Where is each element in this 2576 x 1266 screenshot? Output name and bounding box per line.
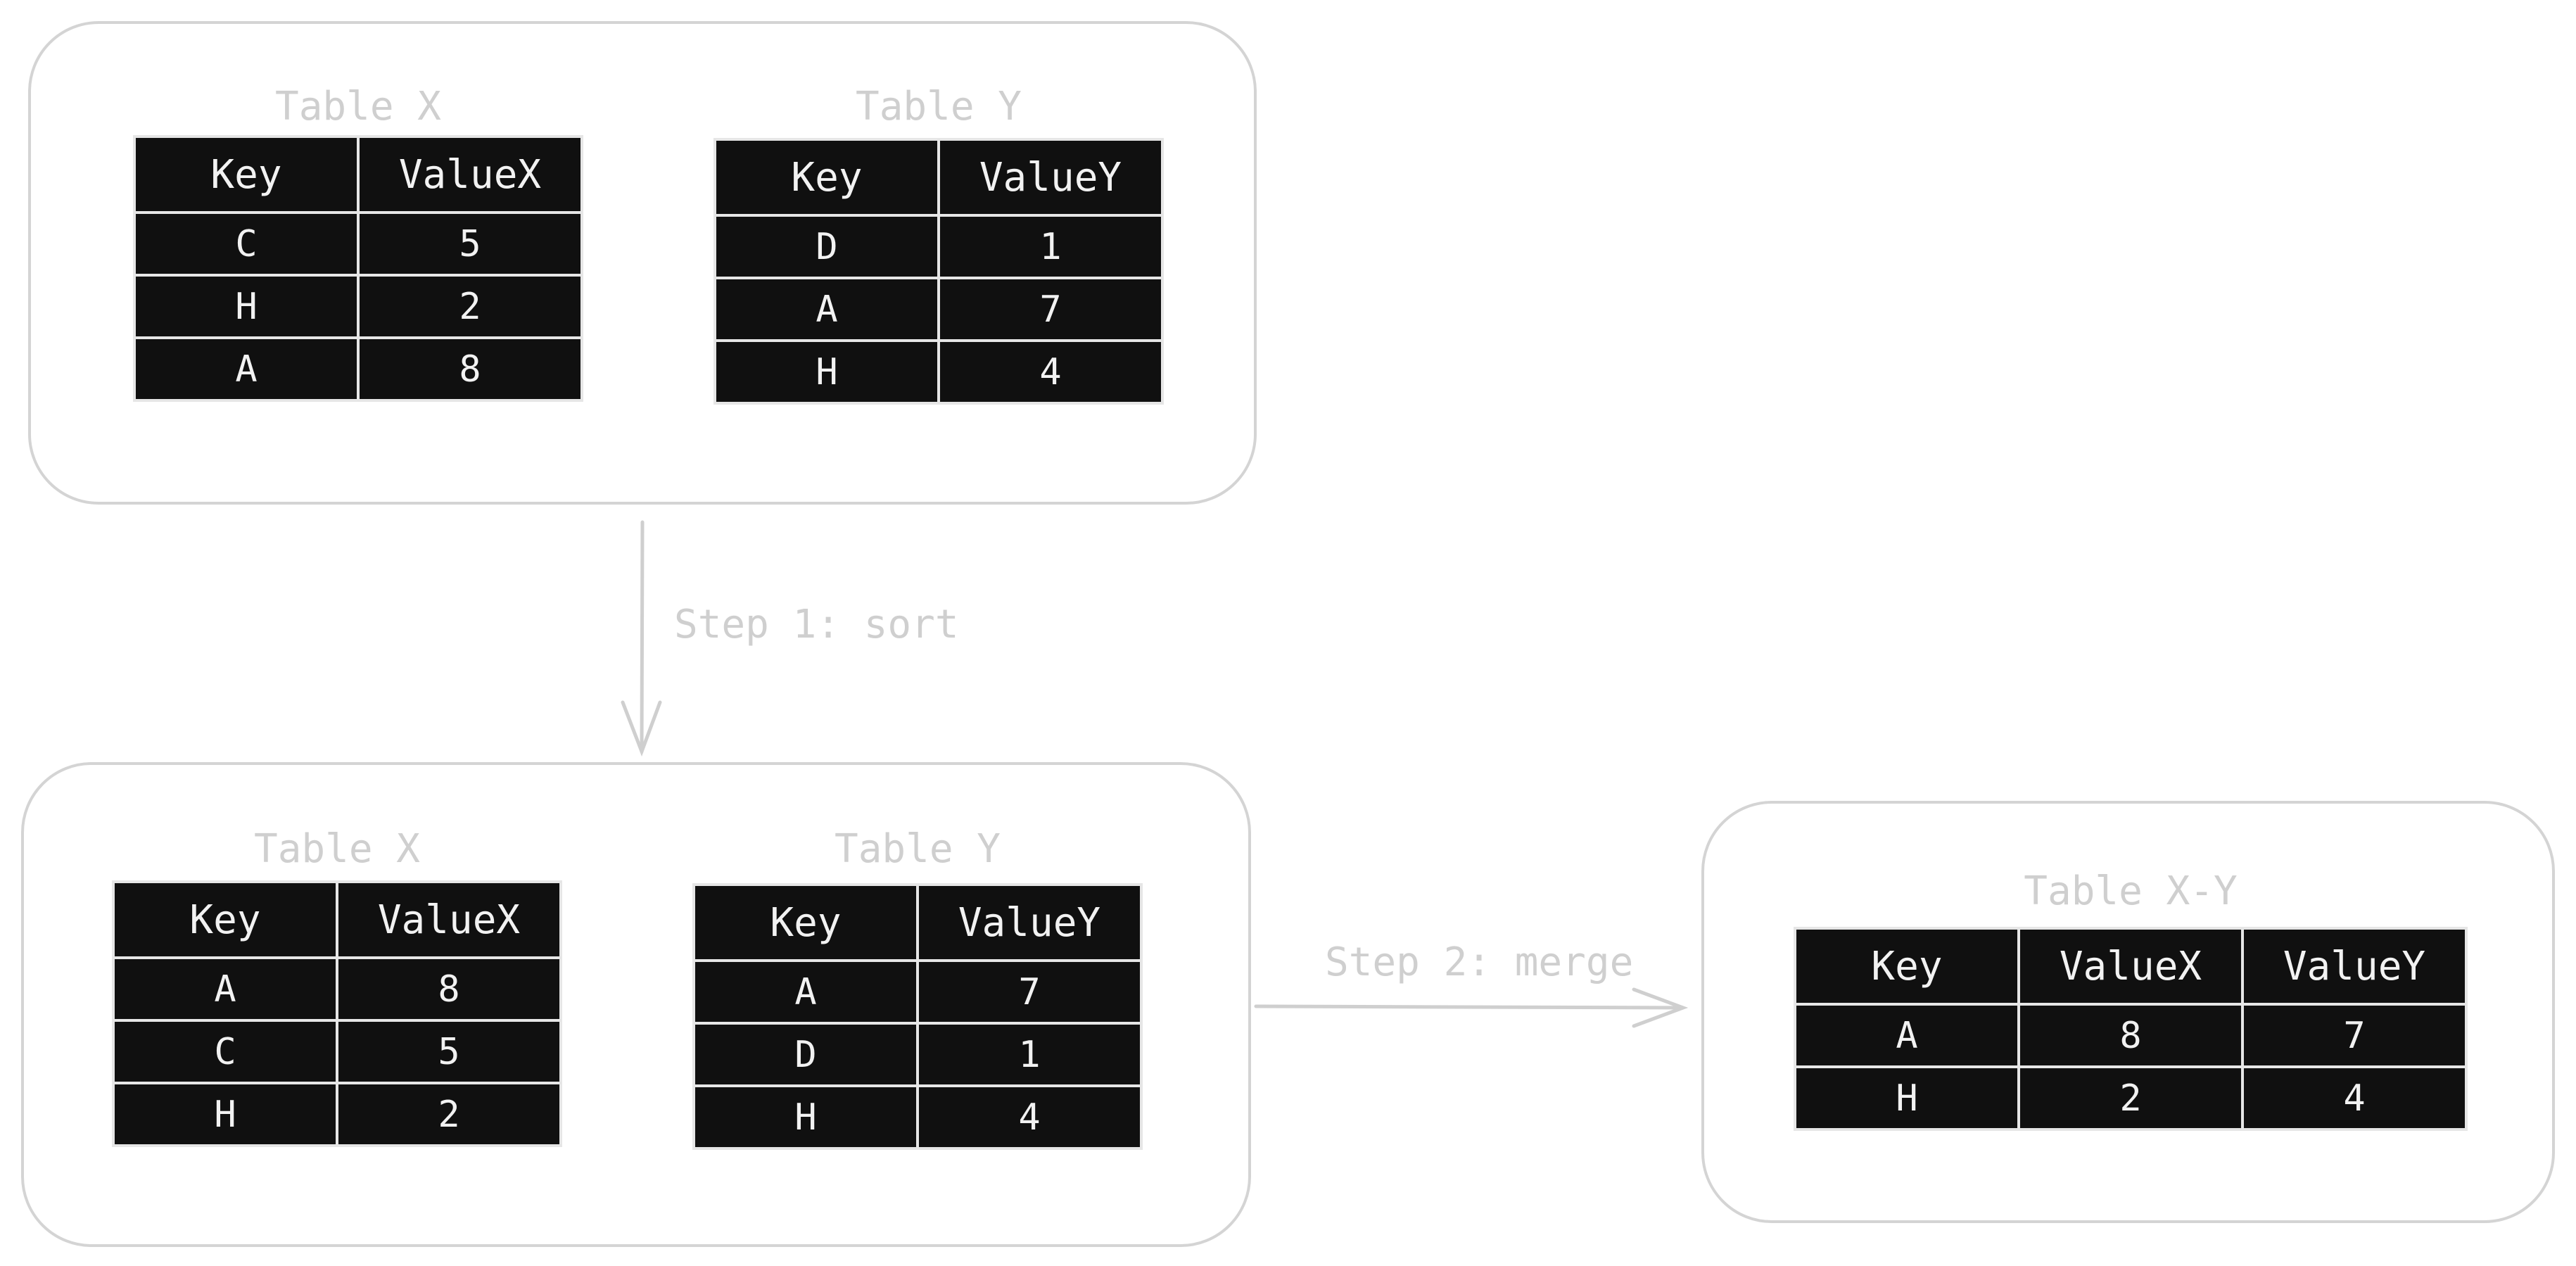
column-header: ValueX [2017,927,2244,1006]
table-header-row: Key ValueY [692,883,1143,962]
table-header-row: Key ValueX ValueY [1794,927,2468,1006]
table-header-row: Key ValueX [112,880,562,959]
table-cell: C [133,211,360,277]
data-table: Key ValueX A 8 C 5 H 2 [112,880,562,1147]
column-header: Key [1794,927,2020,1006]
table-caption: Table Y [855,84,1022,129]
table-row: D 1 [713,214,1164,279]
table-cell: A [692,959,919,1025]
table-row: C 5 [133,211,583,277]
table-cell: H [692,1084,919,1150]
column-header: Key [133,135,360,214]
table-caption: Table Y [834,826,1001,872]
data-table: Key ValueX C 5 H 2 A 8 [133,135,583,402]
sorted-panel: Table X Key ValueX A 8 C 5 H 2 Table Y K [21,762,1251,1247]
sorted-table-y: Table Y Key ValueY A 7 D 1 H 4 [692,821,1143,1187]
step1-label: Step 1: sort [674,602,959,647]
column-header: ValueY [2241,927,2468,1006]
table-cell: H [112,1082,338,1147]
table-header-row: Key ValueY [713,138,1164,217]
table-row: H 2 [133,274,583,339]
table-cell: 5 [336,1019,562,1084]
column-header: Key [112,880,338,959]
table-cell: A [713,277,940,342]
result-panel: Table X-Y Key ValueX ValueY A 8 7 H 2 4 [1701,801,2555,1223]
table-cell: A [1794,1003,2020,1068]
table-cell: 4 [916,1084,1143,1150]
column-header: Key [713,138,940,217]
table-cell: A [112,956,338,1022]
column-header: ValueX [357,135,583,214]
table-row: H 4 [713,339,1164,405]
table-cell: D [692,1022,919,1087]
table-row: A 8 [112,956,562,1022]
column-header: ValueY [916,883,1143,962]
table-row: A 8 [133,336,583,402]
column-header: ValueY [937,138,1164,217]
table-row: C 5 [112,1019,562,1084]
table-cell: 7 [2241,1003,2468,1068]
table-cell: H [1794,1065,2020,1131]
step1-arrow [621,520,662,757]
table-cell: 4 [937,339,1164,405]
sorted-table-x: Table X Key ValueX A 8 C 5 H 2 [112,821,562,1187]
table-caption: Table X-Y [2024,868,2238,914]
data-table: Key ValueX ValueY A 8 7 H 2 4 [1794,927,2468,1131]
table-cell: C [112,1019,338,1084]
table-cell: 7 [937,277,1164,342]
table-cell: 8 [336,956,562,1022]
step2-label: Step 2: merge [1325,939,1634,985]
table-caption: Table X [274,84,441,129]
table-cell: 8 [2017,1003,2244,1068]
table-cell: 8 [357,336,583,402]
data-table: Key ValueY A 7 D 1 H 4 [692,883,1143,1150]
top-table-x: Table X Key ValueX C 5 H 2 A 8 [133,79,583,445]
table-row: H 2 [112,1082,562,1147]
table-cell: 4 [2241,1065,2468,1131]
table-cell: 7 [916,959,1143,1025]
top-panel: Table X Key ValueX C 5 H 2 A 8 Table Y K [28,21,1257,505]
top-table-y: Table Y Key ValueY D 1 A 7 H 4 [713,79,1164,445]
step2-arrow [1254,987,1689,1028]
table-cell: H [133,274,360,339]
table-caption: Table X [253,826,420,872]
table-row: A 7 [713,277,1164,342]
table-row: H 4 [692,1084,1143,1150]
column-header: ValueX [336,880,562,959]
table-cell: 2 [2017,1065,2244,1131]
table-row: A 7 [692,959,1143,1025]
table-header-row: Key ValueX [133,135,583,214]
table-cell: 1 [916,1022,1143,1087]
table-row: A 8 7 [1794,1003,2468,1068]
table-cell: H [713,339,940,405]
table-row: D 1 [692,1022,1143,1087]
table-cell: 2 [357,274,583,339]
data-table: Key ValueY D 1 A 7 H 4 [713,138,1164,405]
table-cell: A [133,336,360,402]
table-cell: D [713,214,940,279]
table-cell: 2 [336,1082,562,1147]
column-header: Key [692,883,919,962]
table-cell: 1 [937,214,1164,279]
table-row: H 2 4 [1794,1065,2468,1131]
result-table-xy: Table X-Y Key ValueX ValueY A 8 7 H 2 4 [1794,863,2468,1173]
table-cell: 5 [357,211,583,277]
